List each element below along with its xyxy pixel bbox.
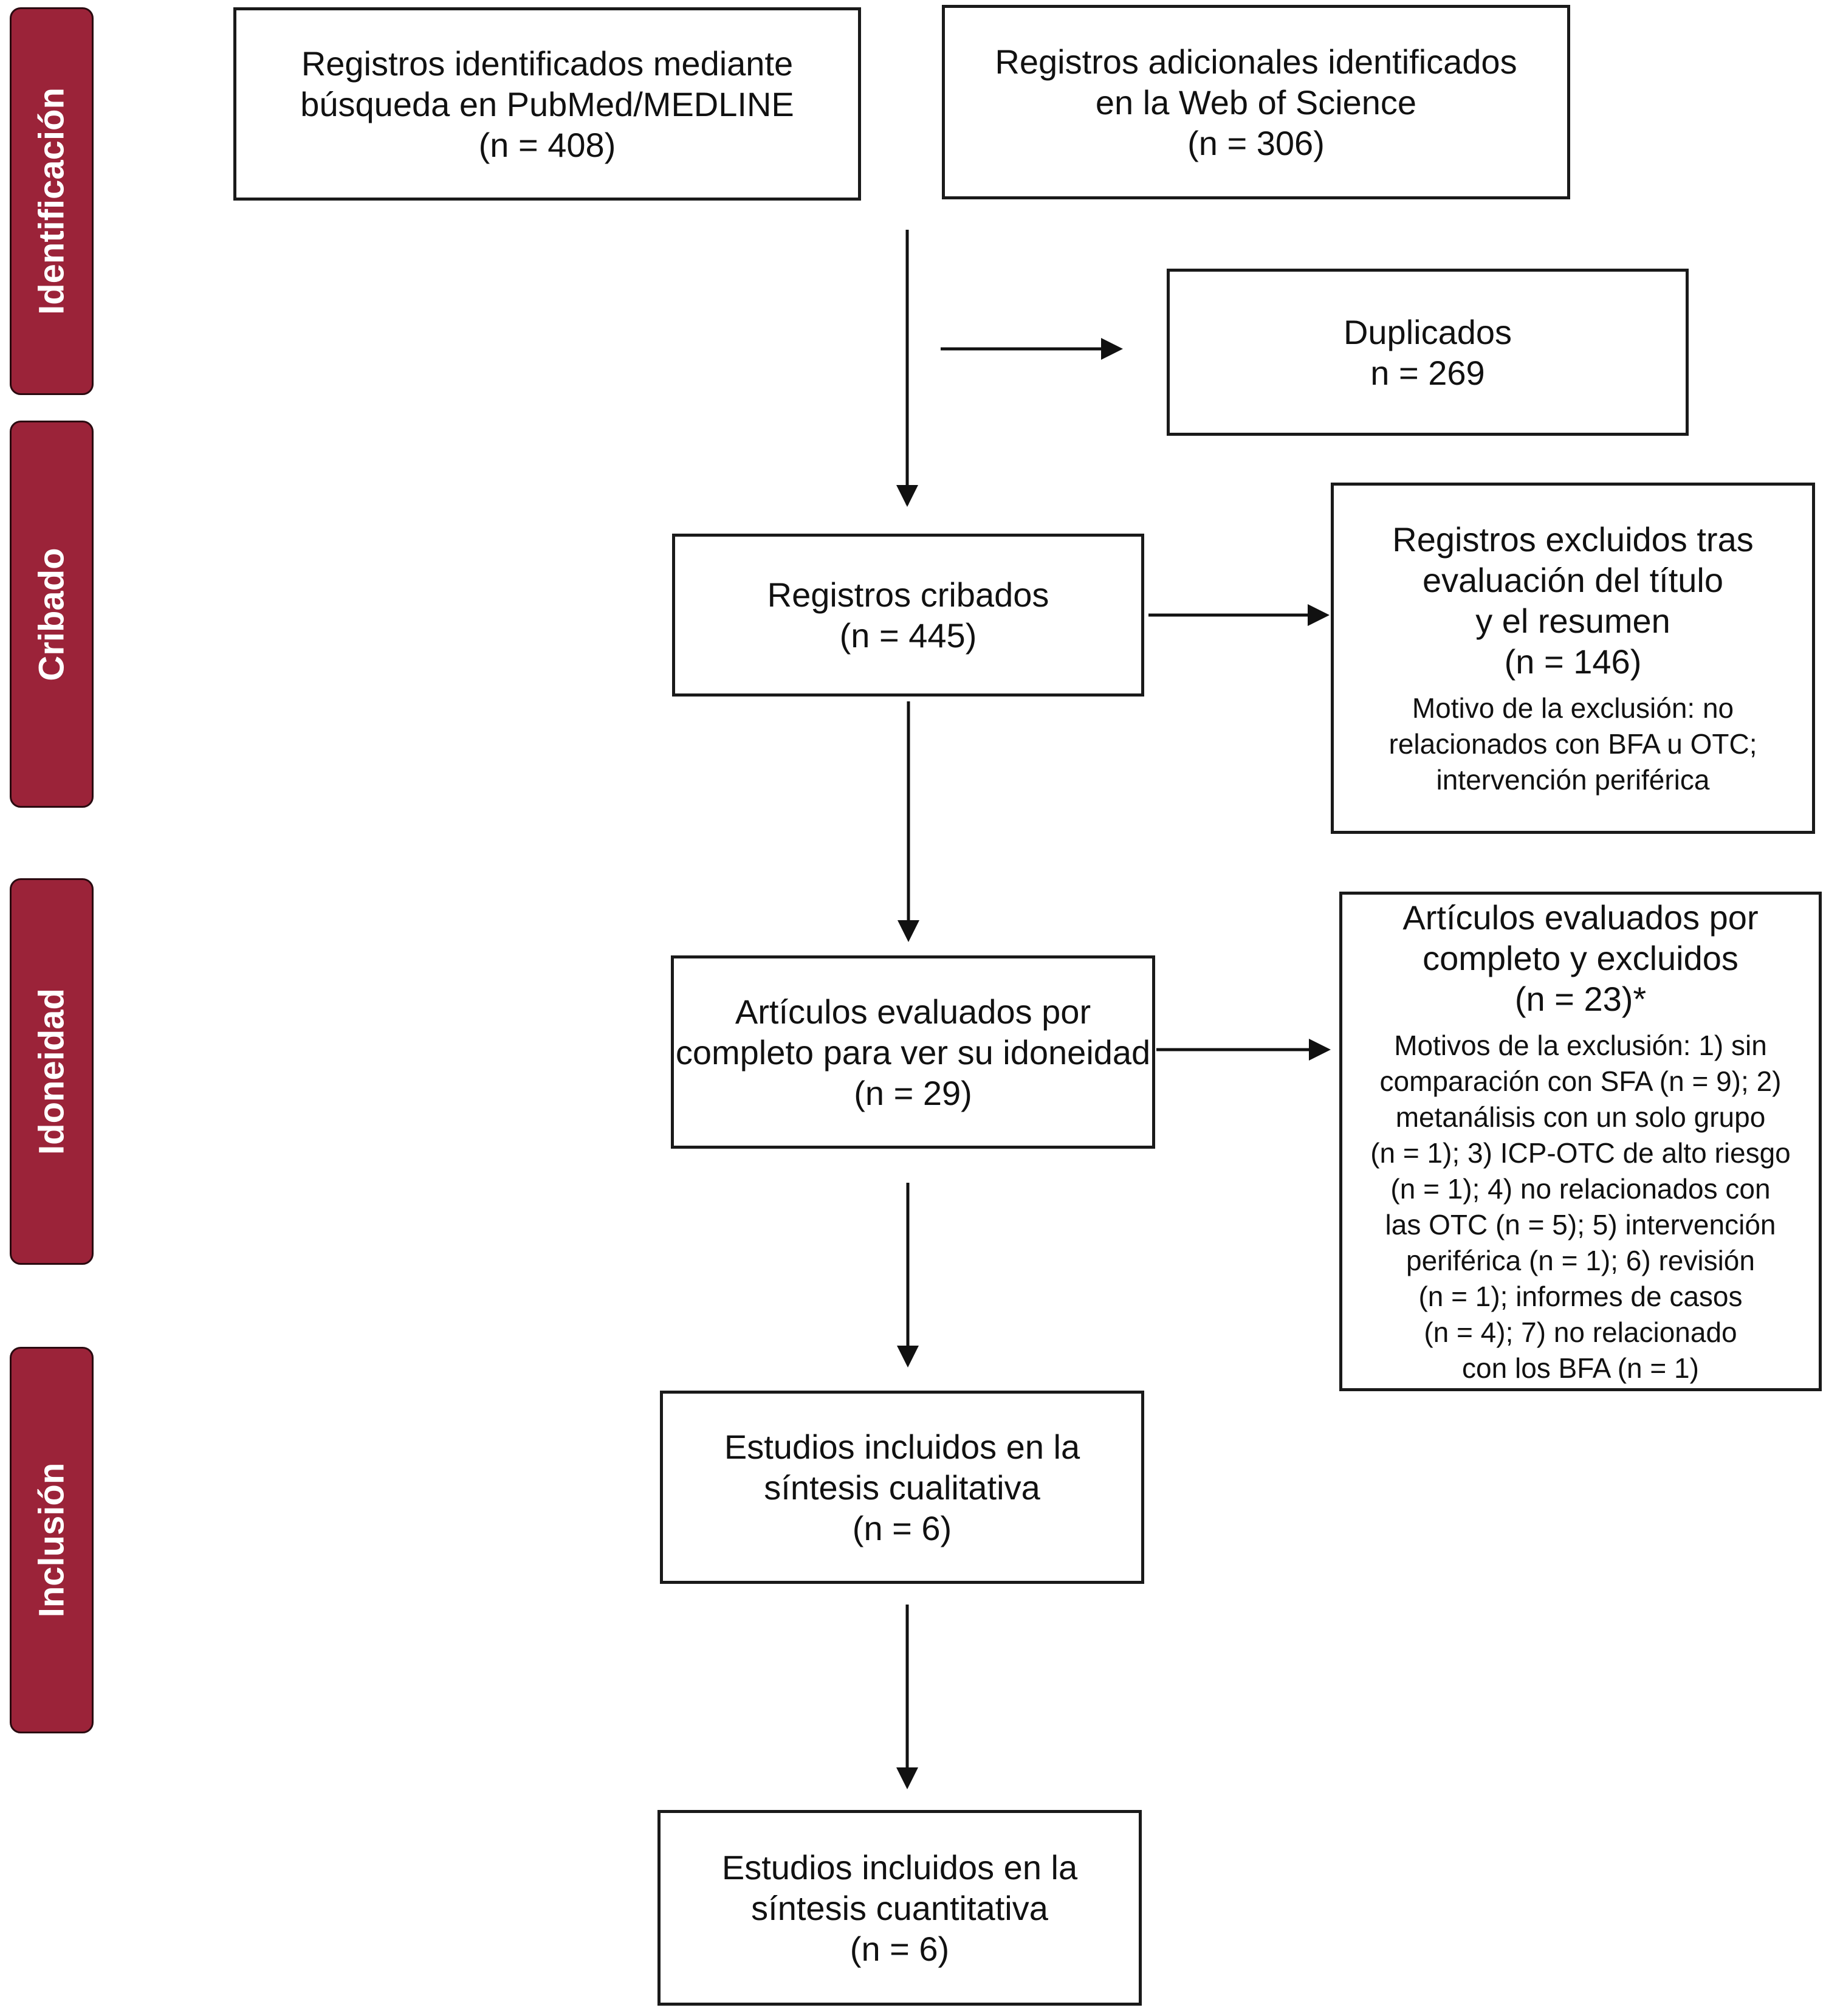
- arrowhead-screened-to-fulltext: [898, 920, 919, 942]
- arrowhead-to-duplicates: [1101, 338, 1123, 360]
- arrowhead-qualitative-to-quantitative: [896, 1767, 918, 1789]
- arrowhead-fulltext-to-qualitative: [897, 1346, 919, 1368]
- qualitative-synthesis-box: Estudios incluidos en la síntesis cualit…: [660, 1391, 1144, 1584]
- pubmed-records-text: Registros identificados mediante búsqued…: [300, 44, 794, 164]
- fulltext-excluded-text: Artículos evaluados por completo y exclu…: [1402, 898, 1759, 1018]
- phase-eligibility: Idoneidad: [10, 878, 94, 1265]
- screened-records-text: Registros cribados (n = 445): [767, 576, 1049, 655]
- excluded-title-abstract-reason: Motivo de la exclusión: no relacionados …: [1388, 692, 1757, 796]
- quantitative-synthesis-text: Estudios incluidos en la síntesis cuanti…: [721, 1848, 1078, 1968]
- fulltext-assessed-box: Artículos evaluados por completo para ve…: [671, 955, 1155, 1149]
- pubmed-records-box: Registros identificados mediante búsqued…: [233, 7, 861, 201]
- fulltext-assessed-text: Artículos evaluados por completo para ve…: [675, 992, 1151, 1112]
- qualitative-synthesis-text: Estudios incluidos en la síntesis cualit…: [724, 1427, 1080, 1547]
- quantitative-synthesis-box: Estudios incluidos en la síntesis cuanti…: [657, 1810, 1142, 2006]
- excluded-title-abstract-text: Registros excluidos tras evaluación del …: [1392, 520, 1754, 681]
- fulltext-excluded-reason: Motivos de la exclusión: 1) sin comparac…: [1370, 1029, 1791, 1384]
- arrowhead-identification-to-screening: [896, 485, 918, 507]
- excluded-title-abstract-box: Registros excluidos tras evaluación del …: [1331, 483, 1815, 834]
- phase-inclusion: Inclusión: [10, 1347, 94, 1733]
- phase-identification: Identificación: [10, 7, 94, 395]
- arrowhead-fulltext-to-excluded: [1309, 1039, 1331, 1061]
- phase-screening: Cribado: [10, 421, 94, 808]
- wos-records-text: Registros adicionales identificados en l…: [995, 42, 1517, 162]
- duplicates-text: Duplicados n = 269: [1343, 312, 1512, 392]
- fulltext-excluded-box: Artículos evaluados por completo y exclu…: [1339, 892, 1822, 1391]
- wos-records-box: Registros adicionales identificados en l…: [942, 5, 1570, 199]
- screened-records-box: Registros cribados (n = 445): [672, 534, 1144, 697]
- duplicates-box: Duplicados n = 269: [1167, 269, 1689, 436]
- arrowhead-screened-to-excluded: [1308, 604, 1330, 626]
